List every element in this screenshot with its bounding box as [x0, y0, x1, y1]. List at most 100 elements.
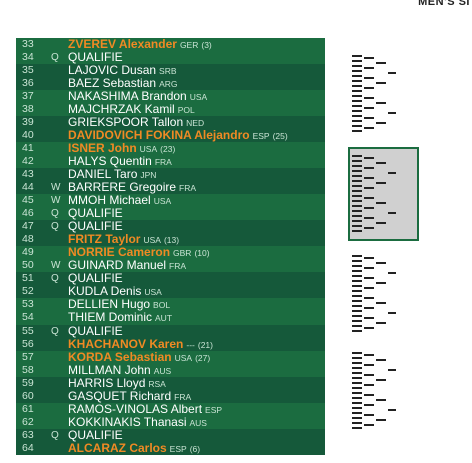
- player-seed: (21): [197, 339, 213, 350]
- player-name-text: NAKASHIMA Brandon: [68, 89, 187, 104]
- player-name[interactable]: QUALIFIE: [68, 207, 123, 220]
- bracket-line: [376, 302, 386, 304]
- player-seed: (25): [272, 131, 288, 142]
- player-country: GBR: [173, 248, 192, 259]
- player-name-text: KHACHANOV Karen: [68, 336, 184, 351]
- player-name[interactable]: QUALIFIE: [68, 272, 123, 285]
- bracket-line: [352, 170, 362, 172]
- player-name[interactable]: QUALIFIE: [68, 220, 123, 233]
- player-country: ESP: [169, 443, 187, 454]
- player-name[interactable]: QUALIFIE: [68, 51, 123, 64]
- bracket-line: [364, 227, 374, 229]
- player-name-text: QUALIFIE: [68, 427, 123, 442]
- player-seed: (27): [195, 352, 211, 363]
- bracket-line: [388, 369, 396, 371]
- player-name[interactable]: QUALIFIE: [68, 324, 123, 338]
- bracket-line: [352, 357, 362, 359]
- bracket-line: [352, 85, 362, 87]
- entry-tag: W: [51, 195, 61, 207]
- bracket-line: [352, 290, 362, 292]
- bracket-line: [376, 82, 386, 84]
- bracket-line: [388, 272, 396, 274]
- draw-position: 39: [22, 116, 34, 129]
- bracket-line: [352, 105, 362, 107]
- player-name[interactable]: KHACHANOV Karen---(21): [68, 336, 213, 352]
- bracket-line: [352, 115, 362, 117]
- draw-position: 63: [22, 428, 34, 441]
- player-name-text: MMOH Michael: [68, 193, 151, 208]
- bracket-line: [352, 180, 362, 182]
- draw-position: 44: [22, 181, 34, 194]
- player-name[interactable]: QUALIFIE: [68, 427, 123, 442]
- bracket-line: [352, 280, 362, 282]
- bracket-line: [352, 417, 362, 419]
- player-name-text: FRITZ Taylor: [68, 232, 141, 247]
- bracket-line: [376, 359, 386, 361]
- player-name-text: ALCARAZ Carlos: [68, 440, 167, 455]
- bracket-line: [352, 125, 362, 127]
- bracket-line: [376, 182, 386, 184]
- bracket-line: [352, 60, 362, 62]
- player-name-text: NORRIE Cameron: [68, 245, 171, 260]
- bracket-line: [352, 352, 362, 354]
